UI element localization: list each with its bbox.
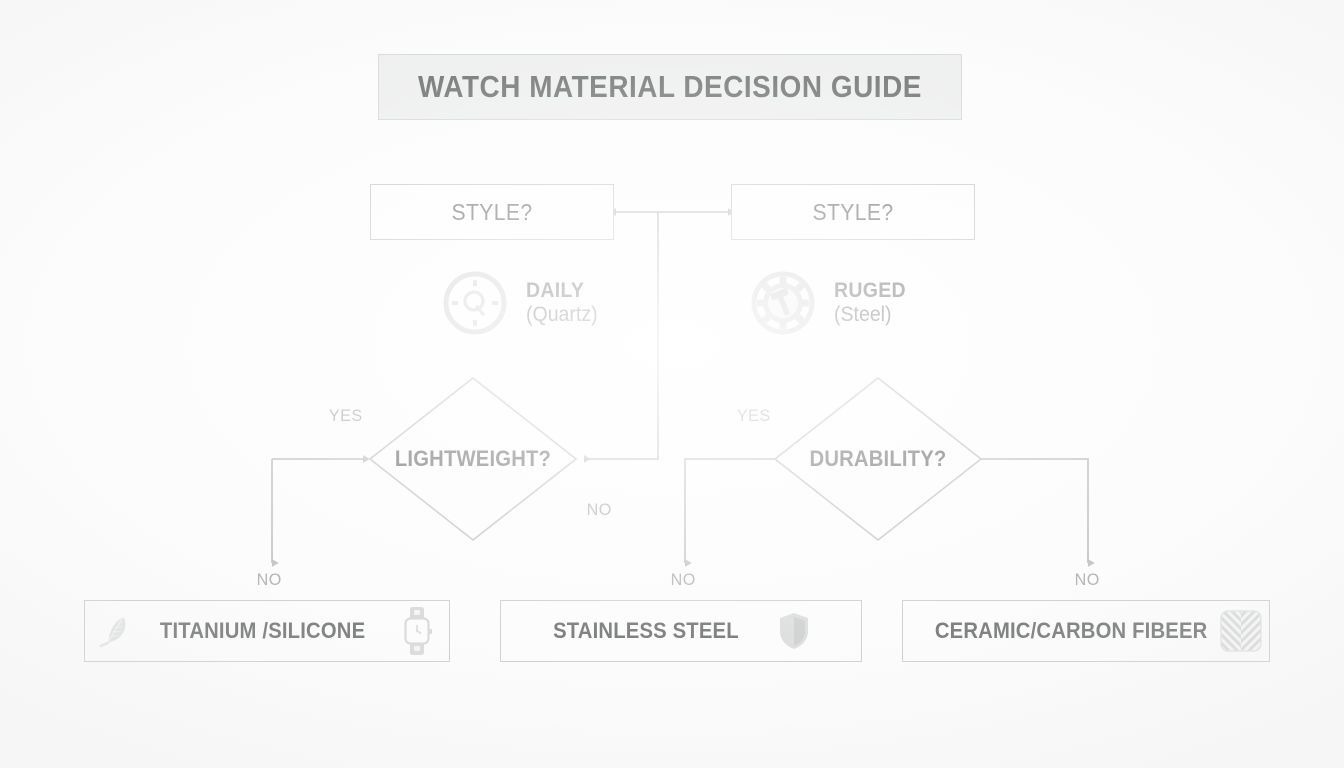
diamond-durability xyxy=(773,376,983,542)
legend-ruged-line2: (Steel) xyxy=(834,303,892,326)
carbon-weave-icon xyxy=(1219,609,1263,653)
page-title: WATCH MATERIAL DECISION GUIDE xyxy=(418,69,922,104)
page-title-box: WATCH MATERIAL DECISION GUIDE xyxy=(378,54,962,120)
diamond-lightweight xyxy=(368,376,578,542)
legend-daily-line2: (Quartz) xyxy=(526,303,598,326)
connector-edges xyxy=(271,208,1095,567)
legend-daily-line1: DAILY xyxy=(526,279,585,303)
legend-daily: DAILY (Quartz) xyxy=(440,268,603,338)
edge-label-no-steel: NO xyxy=(670,570,696,589)
legend-ruged-text: RUGED (Steel) xyxy=(834,279,911,327)
edge-label-yes-durability: YES xyxy=(736,406,771,425)
diamond-label-durability[interactable]: DURABILITY? xyxy=(809,446,947,471)
style-box-left-label: STYLE? xyxy=(451,198,533,225)
result-box-titanium[interactable]: TITANIUM /SILICONE xyxy=(84,600,450,662)
style-box-left[interactable]: STYLE? xyxy=(370,184,614,240)
diamond-label-lightweight[interactable]: LIGHTWEIGHT? xyxy=(394,446,552,471)
wristwatch-icon xyxy=(399,606,435,656)
gear-hammer-icon xyxy=(748,268,818,338)
style-box-right[interactable]: STYLE? xyxy=(731,184,975,240)
edge-label-no-titanium: NO xyxy=(256,570,282,589)
result-box-steel[interactable]: STAINLESS STEEL xyxy=(500,600,862,662)
edge-label-yes-lightweight: YES xyxy=(328,406,363,425)
style-box-right-label: STYLE? xyxy=(812,198,894,225)
legend-daily-text: DAILY (Quartz) xyxy=(526,279,603,327)
legend-ruged-line1: RUGED xyxy=(834,279,906,303)
edge-durability-yes-to-steel xyxy=(684,458,775,567)
edge-durability-no-to-ceramic xyxy=(980,458,1095,567)
edge-label-no-center: NO xyxy=(586,500,612,519)
shield-icon xyxy=(777,611,811,651)
result-label-titanium: TITANIUM /SILICONE xyxy=(159,618,366,643)
result-label-ceramic: CERAMIC/CARBON FIBEER xyxy=(934,618,1208,643)
result-box-ceramic[interactable]: CERAMIC/CARBON FIBEER xyxy=(902,600,1270,662)
legend-ruged: RUGED (Steel) xyxy=(748,268,911,338)
edge-label-no-ceramic: NO xyxy=(1074,570,1100,589)
watch-dial-quartz-icon xyxy=(440,268,510,338)
edge-junction-to-lightweight xyxy=(584,212,659,463)
feather-icon xyxy=(99,612,133,650)
result-label-steel: STAINLESS STEEL xyxy=(553,618,739,643)
